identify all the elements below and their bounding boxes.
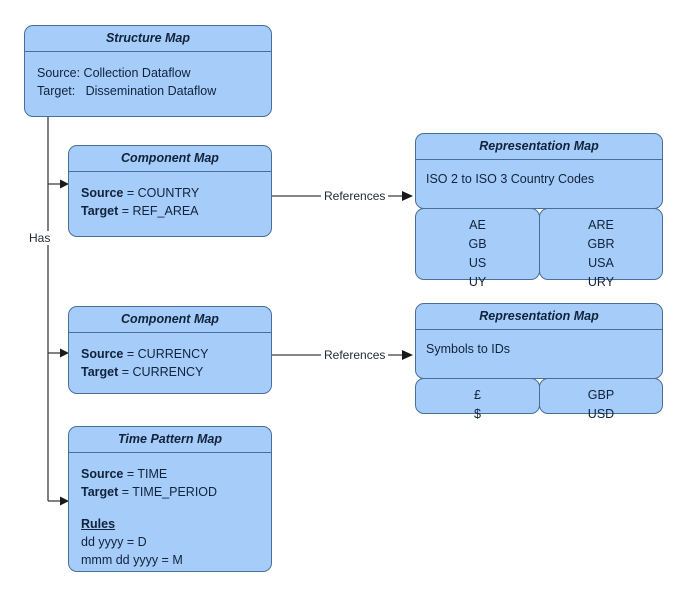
representation-map-currency-header: Representation Map: [416, 304, 662, 330]
representation-map-currency-source-codes: £ $: [415, 378, 540, 421]
time-pattern-map-target-label: Target: [81, 485, 119, 499]
component-map-currency-target-value: = CURRENCY: [118, 365, 204, 379]
component-map-currency-source-row: Source = CURRENCY: [81, 345, 259, 363]
time-pattern-map-source-value: = TIME: [123, 467, 168, 481]
code-item: URY: [587, 275, 615, 289]
representation-map-country-header: Representation Map: [416, 134, 662, 160]
node-representation-map-currency[interactable]: Representation Map Symbols to IDs: [415, 303, 663, 379]
node-representation-map-country[interactable]: Representation Map ISO 2 to ISO 3 Countr…: [415, 133, 663, 209]
time-pattern-map-header: Time Pattern Map: [69, 427, 271, 453]
arrowhead-references-2: [402, 350, 413, 360]
component-map-currency-target-label: Target: [81, 365, 119, 379]
edge-label-references-1: References: [321, 189, 389, 203]
code-item: GBP: [587, 388, 615, 402]
representation-map-currency-description: Symbols to IDs: [426, 342, 511, 356]
component-map-currency-header: Component Map: [69, 307, 271, 333]
code-item: UY: [468, 275, 487, 289]
structure-map-header: Structure Map: [25, 26, 271, 52]
time-pattern-map-body: Source = TIME Target = TIME_PERIOD Rules…: [69, 453, 271, 577]
code-item: £: [474, 388, 481, 402]
component-map-currency-source-label: Source: [81, 347, 124, 361]
edge-label-has: Has: [26, 231, 54, 245]
representation-map-country-description: ISO 2 to ISO 3 Country Codes: [426, 172, 595, 186]
representation-map-currency-target-codes: GBP USD: [539, 378, 663, 421]
code-item: USA: [588, 256, 614, 270]
component-map-currency-body: Source = CURRENCY Target = CURRENCY: [69, 333, 271, 393]
time-pattern-map-rule-1: dd yyyy = D: [81, 535, 147, 549]
component-map-country-source-label: Source: [81, 186, 124, 200]
component-map-currency-target-row: Target = CURRENCY: [81, 363, 259, 381]
code-item: ARE: [588, 218, 614, 232]
representation-map-country-body: ISO 2 to ISO 3 Country Codes: [416, 160, 662, 208]
component-map-country-source-row: Source = COUNTRY: [81, 184, 259, 202]
structure-map-target: Target: Dissemination Dataflow: [37, 84, 217, 98]
component-map-country-target-value: = REF_AREA: [118, 204, 199, 218]
component-map-country-source-value: = COUNTRY: [123, 186, 200, 200]
structure-map-body: Source: Collection Dataflow Target: Diss…: [25, 52, 271, 116]
time-pattern-map-target-row: Target = TIME_PERIOD: [81, 483, 259, 501]
code-item: USD: [587, 407, 615, 421]
time-pattern-map-rules-title: Rules: [81, 517, 116, 531]
arrowhead-references-1: [402, 191, 413, 201]
node-component-map-currency[interactable]: Component Map Source = CURRENCY Target =…: [68, 306, 272, 394]
time-pattern-map-target-value: = TIME_PERIOD: [118, 485, 218, 499]
code-item: GBR: [587, 237, 615, 251]
node-structure-map[interactable]: Structure Map Source: Collection Dataflo…: [24, 25, 272, 117]
time-pattern-map-source-label: Source: [81, 467, 124, 481]
edge-label-references-2: References: [321, 348, 389, 362]
node-component-map-country[interactable]: Component Map Source = COUNTRY Target = …: [68, 145, 272, 237]
code-item: GB: [468, 237, 487, 251]
code-item: US: [468, 256, 487, 270]
representation-map-currency-body: Symbols to IDs: [416, 330, 662, 378]
representation-map-country-target-codes: ARE GBR USA URY: [539, 208, 663, 289]
component-map-currency-source-value: = CURRENCY: [123, 347, 209, 361]
component-map-country-target-row: Target = REF_AREA: [81, 202, 259, 220]
code-item: AE: [469, 218, 486, 232]
structure-map-source: Source: Collection Dataflow: [37, 66, 191, 80]
component-map-country-body: Source = COUNTRY Target = REF_AREA: [69, 172, 271, 236]
representation-map-country-source-codes: AE GB US UY: [415, 208, 540, 289]
node-time-pattern-map[interactable]: Time Pattern Map Source = TIME Target = …: [68, 426, 272, 572]
component-map-country-header: Component Map: [69, 146, 271, 172]
time-pattern-map-source-row: Source = TIME: [81, 465, 259, 483]
time-pattern-map-rule-2: mmm dd yyyy = M: [81, 553, 183, 567]
component-map-country-target-label: Target: [81, 204, 119, 218]
code-item: $: [474, 407, 481, 421]
